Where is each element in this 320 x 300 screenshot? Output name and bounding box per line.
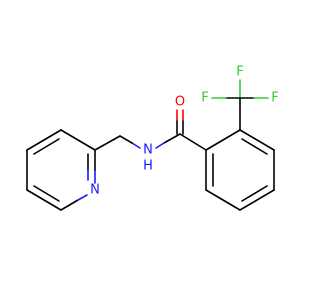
atom-label-fluorine: F [271,91,278,106]
bond [77,194,88,201]
bond [60,129,96,151]
bond [163,133,181,144]
atom-label-amide-nitrogen: N [143,143,153,158]
bond [26,129,62,151]
bond [131,142,141,149]
bond-inner [241,185,268,202]
amide-group [94,109,207,151]
atom-labels: F F F O N H N [90,65,279,198]
pyridine-ring [26,129,96,211]
molecule-diagram: F F F O N H N [26,65,279,211]
atom-label-fluorine: F [236,65,243,80]
bond-inner [241,138,268,155]
benzene-ring [205,129,275,211]
bond-inner [33,138,60,155]
bond [239,189,275,211]
atom-label-pyridine-nitrogen: N [90,183,100,198]
bond [205,189,241,211]
bond [239,129,275,151]
bond [26,189,62,211]
bond [119,135,133,144]
bond [179,133,207,151]
bond [60,199,79,211]
bond [94,135,121,151]
structure-svg: F F F O N H N [26,65,279,211]
bond [155,142,165,149]
trifluoromethyl-group [211,79,269,131]
bond-inner [33,185,60,202]
atom-label-oxygen: O [175,95,185,110]
atom-label-hydrogen: H [143,159,153,174]
bond [205,129,241,151]
atom-label-fluorine: F [201,91,208,106]
